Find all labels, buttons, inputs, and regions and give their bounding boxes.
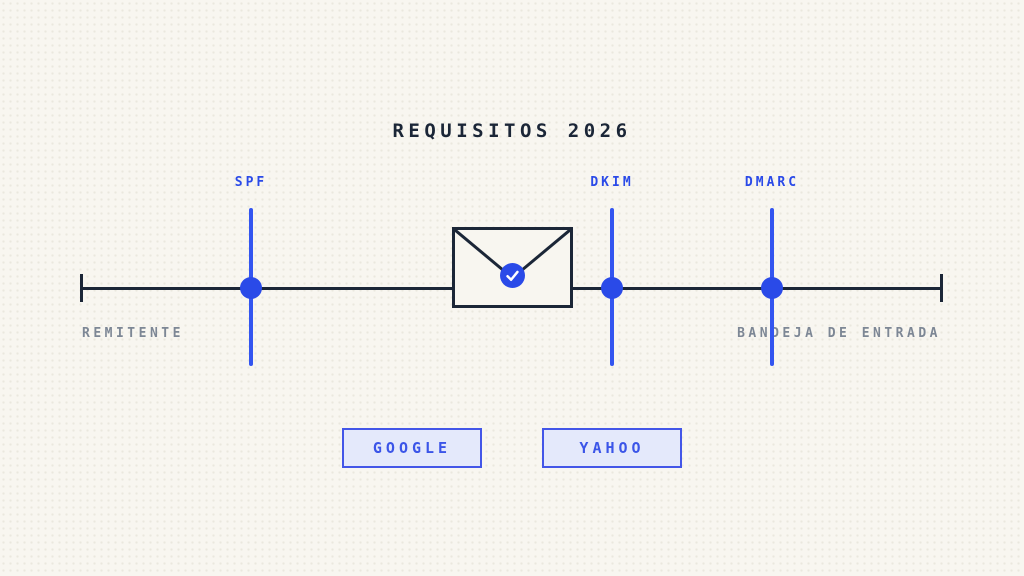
axis-start-cap — [80, 274, 83, 302]
google-button[interactable]: GOOGLE — [342, 428, 482, 468]
axis-end-cap — [940, 274, 943, 302]
milestone-label-dkim: DKIM — [590, 175, 634, 190]
milestone-dot-dmarc — [761, 277, 783, 299]
milestone-dot-spf — [240, 277, 262, 299]
check-circle-icon — [500, 263, 525, 288]
yahoo-button[interactable]: YAHOO — [542, 428, 682, 468]
envelope-icon — [452, 227, 573, 308]
inbox-label: BANDEJA DE ENTRADA — [737, 326, 941, 341]
sender-label: REMITENTE — [82, 326, 184, 341]
milestone-label-spf: SPF — [234, 175, 268, 190]
milestone-dot-dkim — [601, 277, 623, 299]
milestone-label-dmarc: DMARC — [744, 175, 800, 190]
page-title: REQUISITOS 2026 — [392, 120, 632, 142]
check-icon — [506, 270, 519, 281]
